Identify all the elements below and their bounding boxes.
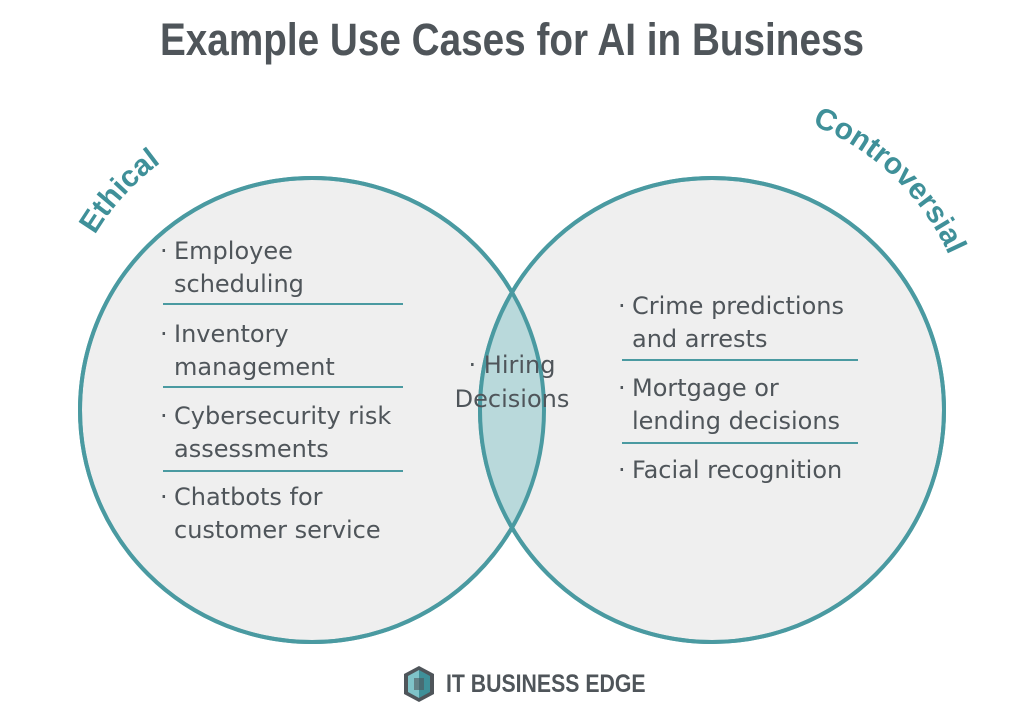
- right-item-3: ·Facial recognition: [618, 454, 842, 487]
- right-item-1-line1: Crime predictions: [632, 292, 844, 320]
- right-item-1-line2: and arrests: [632, 325, 768, 353]
- bullet-icon: ·: [618, 374, 626, 402]
- bullet-icon: ·: [618, 292, 626, 320]
- right-circle-outline: [478, 176, 946, 644]
- right-item-2-line2: lending decisions: [632, 407, 841, 435]
- page-title: Example Use Cases for AI in Business: [159, 14, 865, 65]
- right-divider-2: [622, 442, 858, 444]
- intersection-line2: Decisions: [454, 385, 570, 413]
- left-circle-outline: [78, 176, 546, 644]
- bullet-icon: ·: [160, 320, 168, 348]
- intersection-item: · Hiring Decisions: [432, 348, 592, 416]
- left-item-1-line1: Employee: [174, 237, 293, 265]
- left-item-2-line2: management: [174, 353, 335, 381]
- logo-text: IT BUSINESS EDGE: [446, 669, 646, 698]
- right-item-1: ·Crime predictions and arrests: [618, 290, 844, 356]
- left-item-1: ·Employee scheduling: [160, 235, 304, 301]
- left-divider-3: [163, 470, 403, 472]
- left-item-2-line1: Inventory: [174, 320, 289, 348]
- left-item-2: ·Inventory management: [160, 318, 335, 384]
- left-item-3-line1: Cybersecurity risk: [174, 402, 392, 430]
- left-item-4-line1: Chatbots for: [174, 483, 323, 511]
- brand-logo: IT BUSINESS EDGE: [402, 664, 681, 704]
- intersection-line1: Hiring: [483, 351, 556, 379]
- cube-logo-icon: [404, 666, 434, 702]
- bullet-icon: ·: [468, 351, 484, 379]
- bullet-icon: ·: [160, 402, 168, 430]
- right-item-2: ·Mortgage or lending decisions: [618, 372, 840, 438]
- bullet-icon: ·: [618, 456, 626, 484]
- right-divider-1: [622, 359, 858, 361]
- left-item-3-line2: assessments: [174, 435, 329, 463]
- bullet-icon: ·: [160, 237, 168, 265]
- right-item-2-line1: Mortgage or: [632, 374, 779, 402]
- left-set-label: Ethical: [73, 142, 165, 239]
- left-item-4: ·Chatbots for customer service: [160, 481, 381, 547]
- left-item-1-line2: scheduling: [174, 270, 304, 298]
- bullet-icon: ·: [160, 483, 168, 511]
- left-divider-1: [163, 303, 403, 305]
- left-item-4-line2: customer service: [174, 516, 381, 544]
- right-item-3-line1: Facial recognition: [632, 456, 843, 484]
- left-item-3: ·Cybersecurity risk assessments: [160, 400, 391, 466]
- left-divider-2: [163, 386, 403, 388]
